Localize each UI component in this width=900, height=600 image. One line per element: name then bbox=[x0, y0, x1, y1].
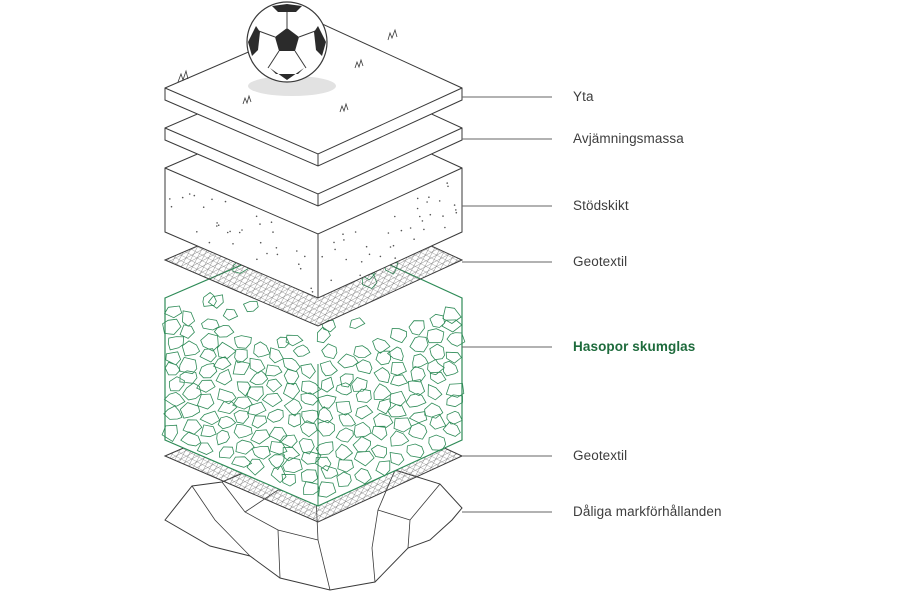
hasopor-foam-glass-block bbox=[161, 231, 466, 507]
label-mark: Dåliga markförhållanden bbox=[573, 504, 722, 519]
soccer-ball-icon bbox=[246, 1, 336, 96]
label-yta: Yta bbox=[573, 89, 594, 104]
label-avjamningsmassa: Avjämningsmassa bbox=[573, 131, 684, 146]
label-hasopor-skumglas: Hasopor skumglas bbox=[573, 339, 696, 354]
label-geotextil-top: Geotextil bbox=[573, 254, 628, 269]
label-stodskikt: Stödskikt bbox=[573, 198, 629, 213]
leader-lines bbox=[462, 96, 552, 513]
label-geotextil-bottom: Geotextil bbox=[573, 448, 628, 463]
